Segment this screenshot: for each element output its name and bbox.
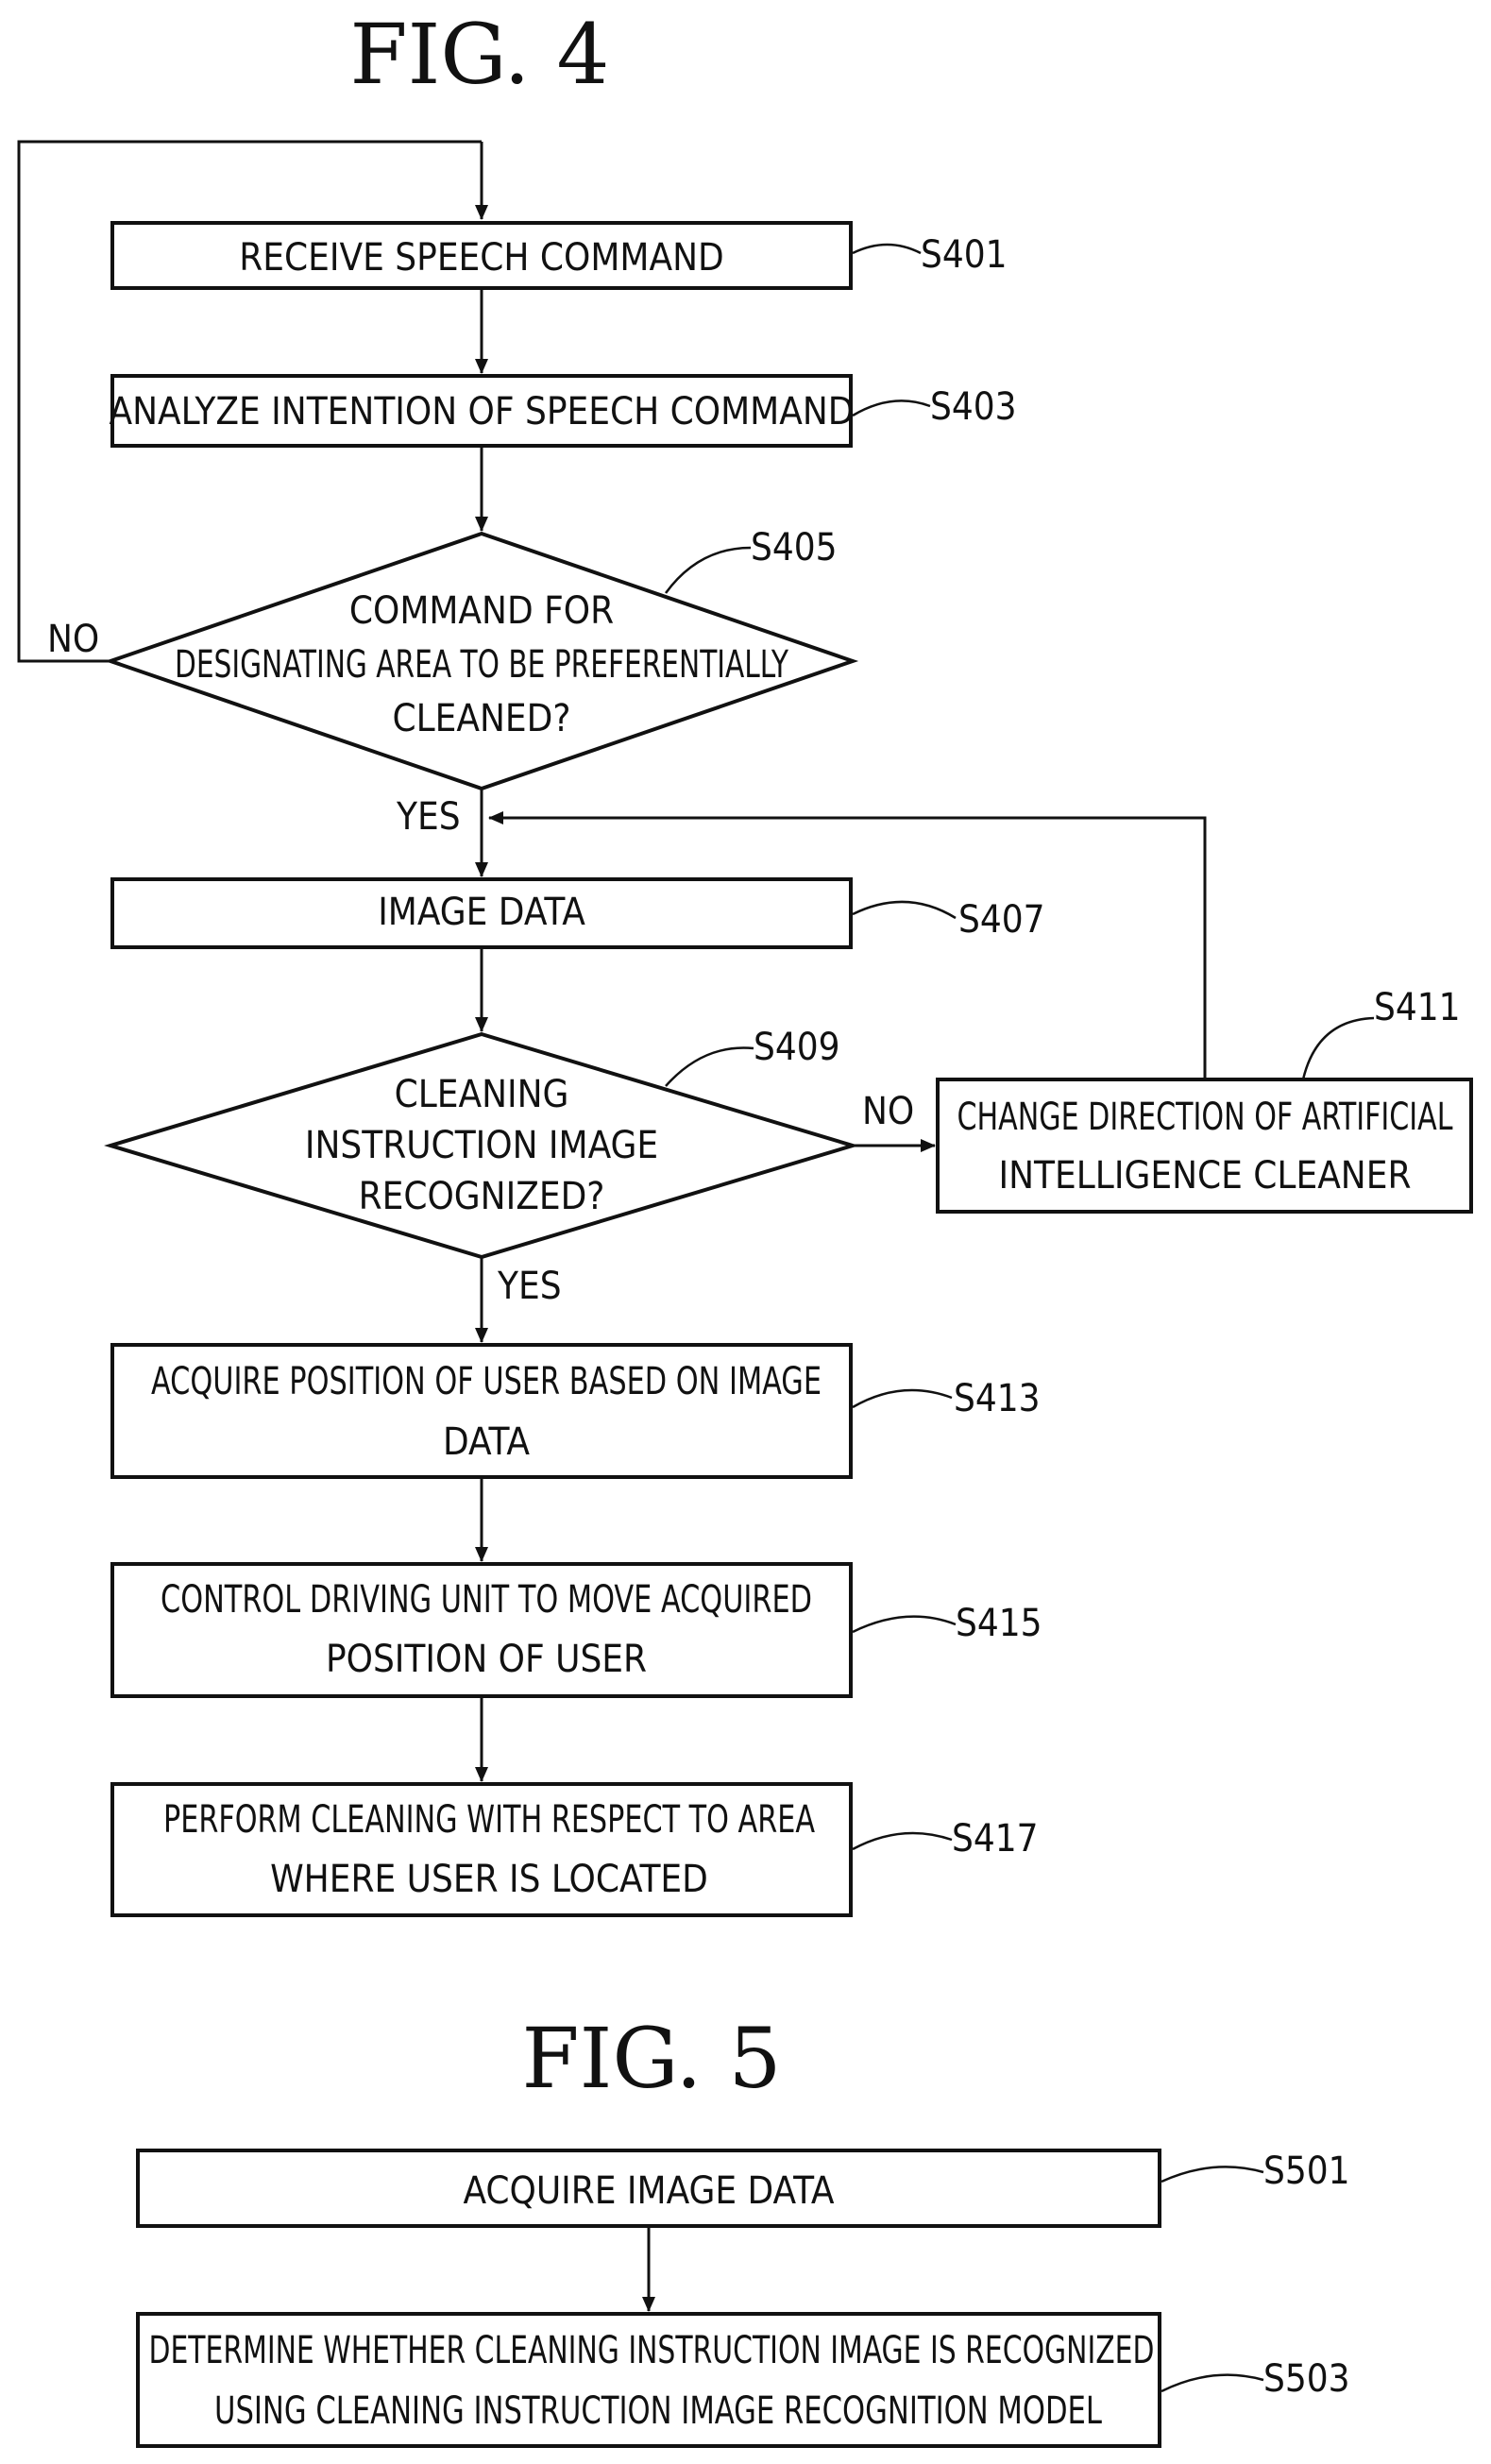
s401-text: RECEIVE SPEECH COMMAND bbox=[239, 236, 723, 280]
s415-line-1: CONTROL DRIVING UNIT TO MOVE ACQUIRED bbox=[161, 1578, 812, 1622]
s413-leader bbox=[853, 1390, 952, 1407]
fig4-title: FIG. 4 bbox=[350, 6, 610, 103]
s401-label: S401 bbox=[921, 233, 1008, 277]
s407-text: IMAGE DATA bbox=[378, 891, 585, 934]
s405-label: S405 bbox=[751, 526, 838, 569]
s501-leader bbox=[1161, 2167, 1263, 2182]
s417-line-2: WHERE USER IS LOCATED bbox=[270, 1858, 708, 1901]
s411-leader bbox=[1303, 1018, 1374, 1079]
s417-line-1: PERFORM CLEANING WITH RESPECT TO AREA bbox=[163, 1798, 815, 1842]
s417-label: S417 bbox=[952, 1817, 1039, 1861]
s405-no-label: NO bbox=[47, 618, 99, 661]
s401-leader bbox=[853, 245, 921, 253]
s409-label: S409 bbox=[754, 1026, 840, 1069]
s411-line-2: INTELLIGENCE CLEANER bbox=[999, 1154, 1412, 1198]
s405-yes-label: YES bbox=[396, 795, 461, 839]
s405-leader bbox=[666, 548, 751, 593]
s409-line-2: INSTRUCTION IMAGE bbox=[305, 1124, 658, 1167]
s503-line-2: USING CLEANING INSTRUCTION IMAGE RECOGNI… bbox=[214, 2389, 1102, 2433]
s409-yes-label: YES bbox=[497, 1265, 562, 1308]
fig5-title: FIG. 5 bbox=[522, 2010, 782, 2107]
s403-text: ANALYZE INTENTION OF SPEECH COMMAND bbox=[110, 390, 855, 433]
s411-line-1: CHANGE DIRECTION OF ARTIFICIAL bbox=[957, 1096, 1453, 1139]
s415-line-2: POSITION OF USER bbox=[326, 1638, 647, 1681]
s417-leader bbox=[853, 1833, 952, 1849]
s415-label: S415 bbox=[956, 1602, 1042, 1645]
s415-leader bbox=[853, 1617, 956, 1632]
s405-line-1: COMMAND FOR bbox=[349, 589, 614, 633]
s501-label: S501 bbox=[1263, 2150, 1350, 2193]
s413-line-1: ACQUIRE POSITION OF USER BASED ON IMAGE bbox=[151, 1360, 822, 1403]
s409-leader bbox=[666, 1048, 754, 1087]
s503-leader bbox=[1161, 2375, 1263, 2391]
s403-leader bbox=[853, 400, 930, 416]
s501-text: ACQUIRE IMAGE DATA bbox=[463, 2169, 834, 2213]
s409-no-label: NO bbox=[862, 1090, 914, 1133]
s409-line-1: CLEANING bbox=[395, 1073, 569, 1116]
s407-label: S407 bbox=[958, 898, 1045, 942]
s407-leader bbox=[853, 902, 956, 918]
s405-line-2: DESIGNATING AREA TO BE PREFERENTIALLY bbox=[175, 643, 789, 687]
s503-line-1: DETERMINE WHETHER CLEANING INSTRUCTION I… bbox=[149, 2329, 1155, 2372]
s409-line-3: RECOGNIZED? bbox=[359, 1175, 605, 1218]
s403-label: S403 bbox=[930, 385, 1017, 429]
s413-line-2: DATA bbox=[443, 1420, 530, 1464]
s405-line-3: CLEANED? bbox=[393, 697, 571, 740]
s503-label: S503 bbox=[1263, 2357, 1350, 2401]
s413-label: S413 bbox=[954, 1377, 1041, 1420]
s411-label: S411 bbox=[1374, 986, 1461, 1029]
